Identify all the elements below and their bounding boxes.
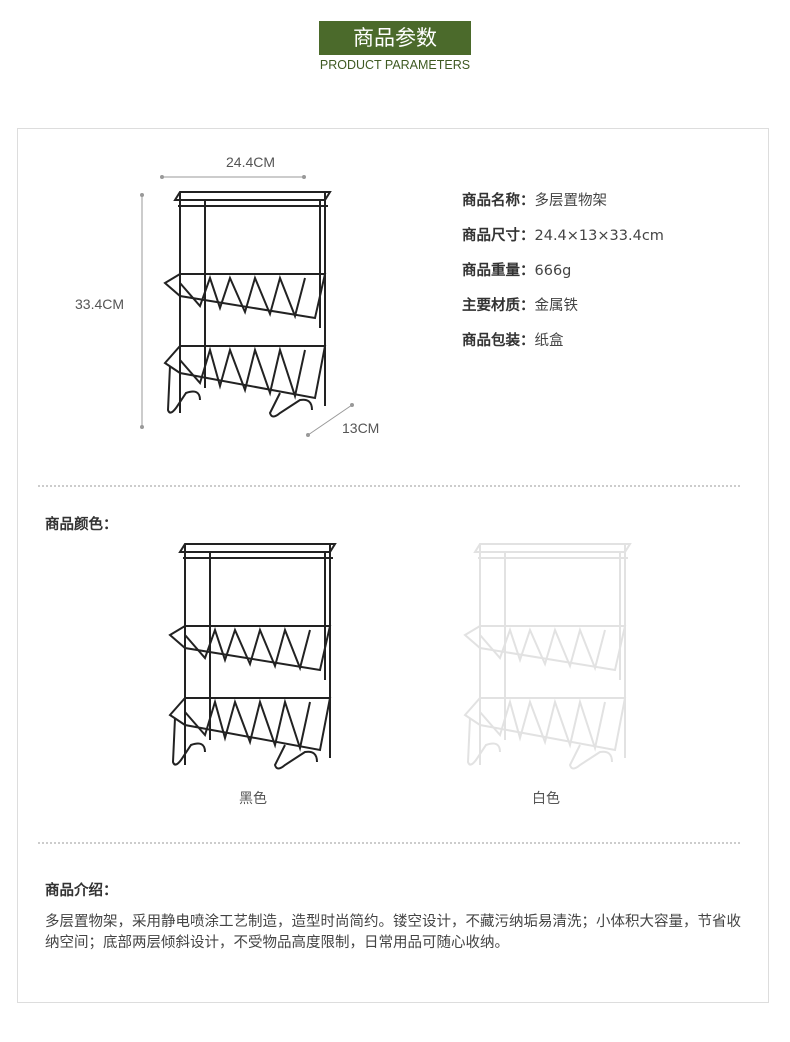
parameters-panel <box>17 128 769 1003</box>
spec-row: 商品名称：多层置物架 <box>462 189 607 210</box>
spec-row: 商品尺寸：24.4×13×33.4cm <box>462 224 664 245</box>
spec-value: 纸盒 <box>534 333 564 349</box>
section-title: 商品参数 <box>319 21 471 55</box>
spec-value: 多层置物架 <box>534 193 608 209</box>
spec-label: 主要材质： <box>462 298 535 314</box>
spec-value: 666g <box>534 263 572 279</box>
color-option-white[interactable]: 白色 <box>532 791 560 807</box>
white-rack-image[interactable] <box>455 535 645 780</box>
spec-value: 24.4×13×33.4cm <box>534 228 664 244</box>
intro-heading: 商品介绍： <box>45 883 118 899</box>
spec-label: 商品包装： <box>462 333 535 349</box>
colors-heading: 商品颜色： <box>45 517 118 533</box>
divider <box>38 842 740 844</box>
spec-label: 商品尺寸： <box>462 228 535 244</box>
spec-label: 商品重量： <box>462 263 535 279</box>
spec-row: 主要材质：金属铁 <box>462 294 578 315</box>
spec-row: 商品重量：666g <box>462 259 571 280</box>
spec-value: 金属铁 <box>534 298 579 314</box>
width-label: 24.4CM <box>226 154 276 170</box>
section-subtitle: PRODUCT PARAMETERS <box>319 58 471 72</box>
intro-text: 多层置物架，采用静电喷涂工艺制造，造型时尚简约。镂空设计，不藏污纳垢易清洗；小体… <box>45 914 741 951</box>
spec-row: 商品包装：纸盒 <box>462 329 564 350</box>
height-label: 33.4CM <box>75 296 125 312</box>
depth-label: 13CM <box>342 420 380 436</box>
divider <box>38 485 740 487</box>
spec-label: 商品名称： <box>462 193 535 209</box>
color-option-black[interactable]: 黑色 <box>239 791 267 807</box>
black-rack-image[interactable] <box>160 535 350 780</box>
dimension-diagram <box>140 175 354 437</box>
